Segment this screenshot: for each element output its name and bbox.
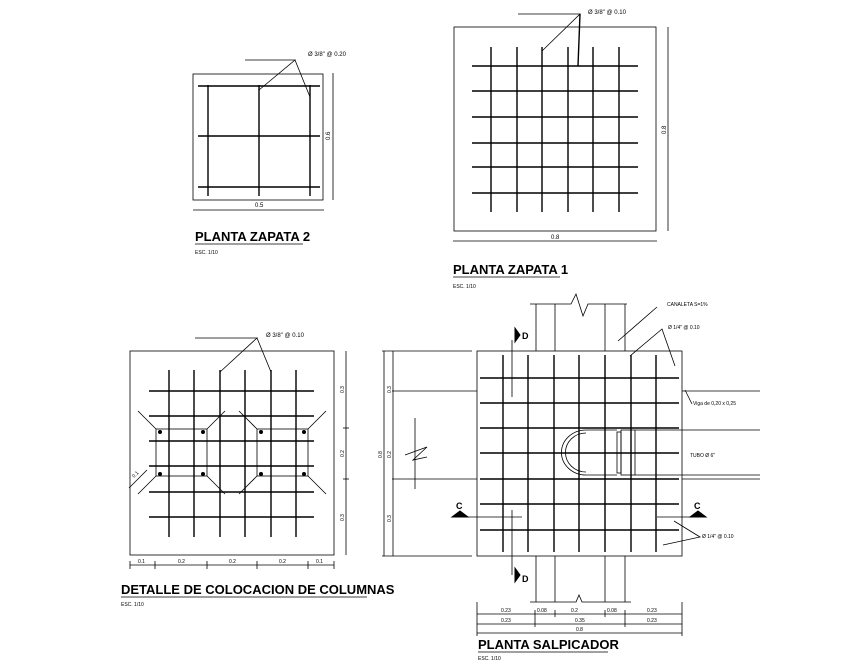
title: PLANTA SALPICADOR bbox=[478, 637, 619, 652]
detalle-colocacion-columnas: 0.1 Ø 3/8" @ 0.10 0.3 0.2 0.3 0.1 0.2 0.… bbox=[121, 333, 395, 608]
dim-height: 0.8 bbox=[662, 125, 668, 134]
rebar-label: Ø 3/8" @ 0.10 bbox=[266, 333, 305, 339]
planta-zapata-2: Ø 3/8" @ 0.20 0.6 0.5 PLANTA ZAPATA 2 ES… bbox=[192, 52, 347, 256]
dim-r2-3: 0.23 bbox=[647, 618, 657, 624]
dim-h-1: 0.1 bbox=[138, 559, 145, 565]
viga-label: Viga de 0,20 x 0,25 bbox=[693, 401, 736, 407]
rebar-label: Ø 3/8" @ 0.20 bbox=[308, 52, 347, 58]
section-d-top: D bbox=[522, 331, 529, 341]
canaleta-label: CANALETA S=1% bbox=[667, 302, 708, 308]
scale: ESC. 1/10 bbox=[478, 656, 501, 662]
dim-width: 0.8 bbox=[551, 235, 560, 241]
dim-v-1: 0.3 bbox=[387, 386, 393, 393]
rebar-grid bbox=[472, 47, 638, 212]
section-c-left: C bbox=[456, 501, 463, 511]
rebar-bottom-label: Ø 1/4" @ 0.10 bbox=[702, 534, 734, 540]
section-d-bottom: D bbox=[522, 574, 529, 584]
dim-r2-1: 0.23 bbox=[501, 618, 511, 624]
columns bbox=[382, 292, 631, 603]
dim-h-2: 0.2 bbox=[178, 559, 185, 565]
leader-line bbox=[195, 337, 259, 373]
dim-r1-1: 0.23 bbox=[501, 608, 511, 614]
planta-zapata-1: Ø 3/8" @ 0.10 0.8 0.8 PLANTA ZAPATA 1 ES… bbox=[453, 10, 669, 290]
scale: ESC. 1/10 bbox=[121, 602, 144, 608]
rebar-top-label: Ø 1/4" @ 0.10 bbox=[668, 325, 700, 331]
scale: ESC. 1/10 bbox=[195, 250, 218, 256]
section-c-right: C bbox=[694, 501, 701, 511]
section-marks: C C D D bbox=[450, 326, 708, 584]
column-outlines bbox=[128, 410, 327, 495]
dim-width: 0.5 bbox=[255, 203, 264, 209]
dim-diagonal: 0.1 bbox=[131, 470, 140, 479]
dim-total-h: 0.8 bbox=[576, 627, 583, 633]
leader-line bbox=[518, 13, 581, 52]
scale: ESC. 1/10 bbox=[453, 284, 476, 290]
dim-v-3: 0.3 bbox=[340, 514, 346, 521]
dim-r1-4: 0.08 bbox=[607, 608, 617, 614]
dim-r2-2: 0.35 bbox=[575, 618, 585, 624]
dim-r1-3: 0.2 bbox=[571, 608, 578, 614]
dim-total-v: 0.8 bbox=[378, 451, 384, 458]
footing-outline bbox=[192, 73, 324, 201]
dim-v-2: 0.2 bbox=[387, 451, 393, 458]
title: PLANTA ZAPATA 1 bbox=[453, 262, 568, 277]
footing-outline bbox=[129, 350, 335, 556]
dim-h-3: 0.2 bbox=[229, 559, 236, 565]
pipe bbox=[561, 390, 760, 480]
dim-v-1: 0.3 bbox=[340, 386, 346, 393]
dim-h-5: 0.1 bbox=[316, 559, 323, 565]
rebar-label: Ø 3/8" @ 0.10 bbox=[588, 10, 627, 16]
title: DETALLE DE COLOCACION DE COLUMNAS bbox=[121, 582, 395, 597]
dim-h-4: 0.2 bbox=[279, 559, 286, 565]
dim-v-2: 0.2 bbox=[340, 450, 346, 457]
rebar-grid bbox=[480, 355, 679, 552]
tubo-label: TUBO Ø 6" bbox=[690, 453, 715, 459]
rebar-grid bbox=[149, 370, 314, 537]
planta-salpicador: Viga de 0,20 x 0,25 TUBO Ø 6" CANALETA S… bbox=[378, 292, 760, 662]
rebar-grid bbox=[198, 85, 320, 196]
dim-r1-5: 0.23 bbox=[647, 608, 657, 614]
dim-height: 0.6 bbox=[326, 131, 332, 140]
footing-outline bbox=[453, 26, 657, 232]
dim-r1-2: 0.08 bbox=[537, 608, 547, 614]
slab-outline bbox=[476, 350, 683, 557]
dim-v-3: 0.3 bbox=[387, 515, 393, 522]
title: PLANTA ZAPATA 2 bbox=[195, 229, 310, 244]
